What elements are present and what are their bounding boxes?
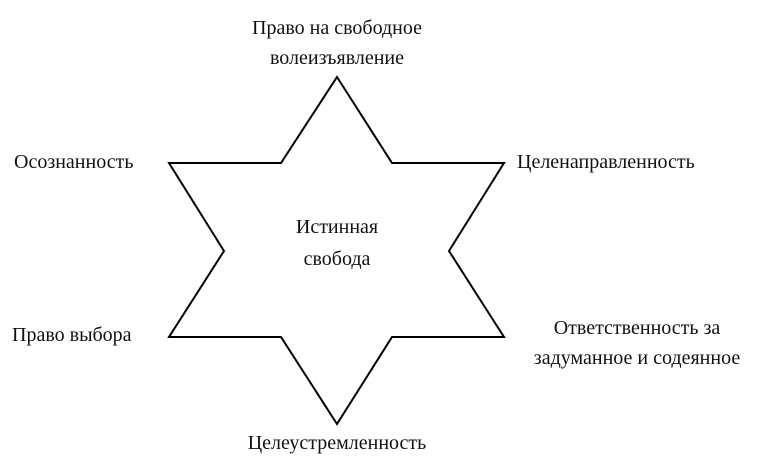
label-lower-right-line2: задуманное и содеянное xyxy=(533,347,741,369)
center-line1: Истинная xyxy=(295,216,379,238)
label-top: Право на свободное волеизъявление xyxy=(252,13,422,73)
label-top-line2: волеизъявление xyxy=(269,47,405,69)
center-line2: свобода xyxy=(303,248,371,270)
center-label: Истинная свобода xyxy=(296,211,378,275)
label-upper-right: Целенаправленность xyxy=(517,151,695,173)
six-point-star xyxy=(167,75,506,426)
label-top-line1: Право на свободное xyxy=(252,17,422,39)
label-upper-left: Осознанность xyxy=(14,151,134,173)
label-bottom: Целеустремленность xyxy=(247,432,427,454)
label-lower-right: Ответственность за задуманное и содеянно… xyxy=(534,313,740,373)
label-lower-left: Право выбора xyxy=(12,324,132,346)
label-lower-right-line1: Ответственность за xyxy=(553,317,721,339)
